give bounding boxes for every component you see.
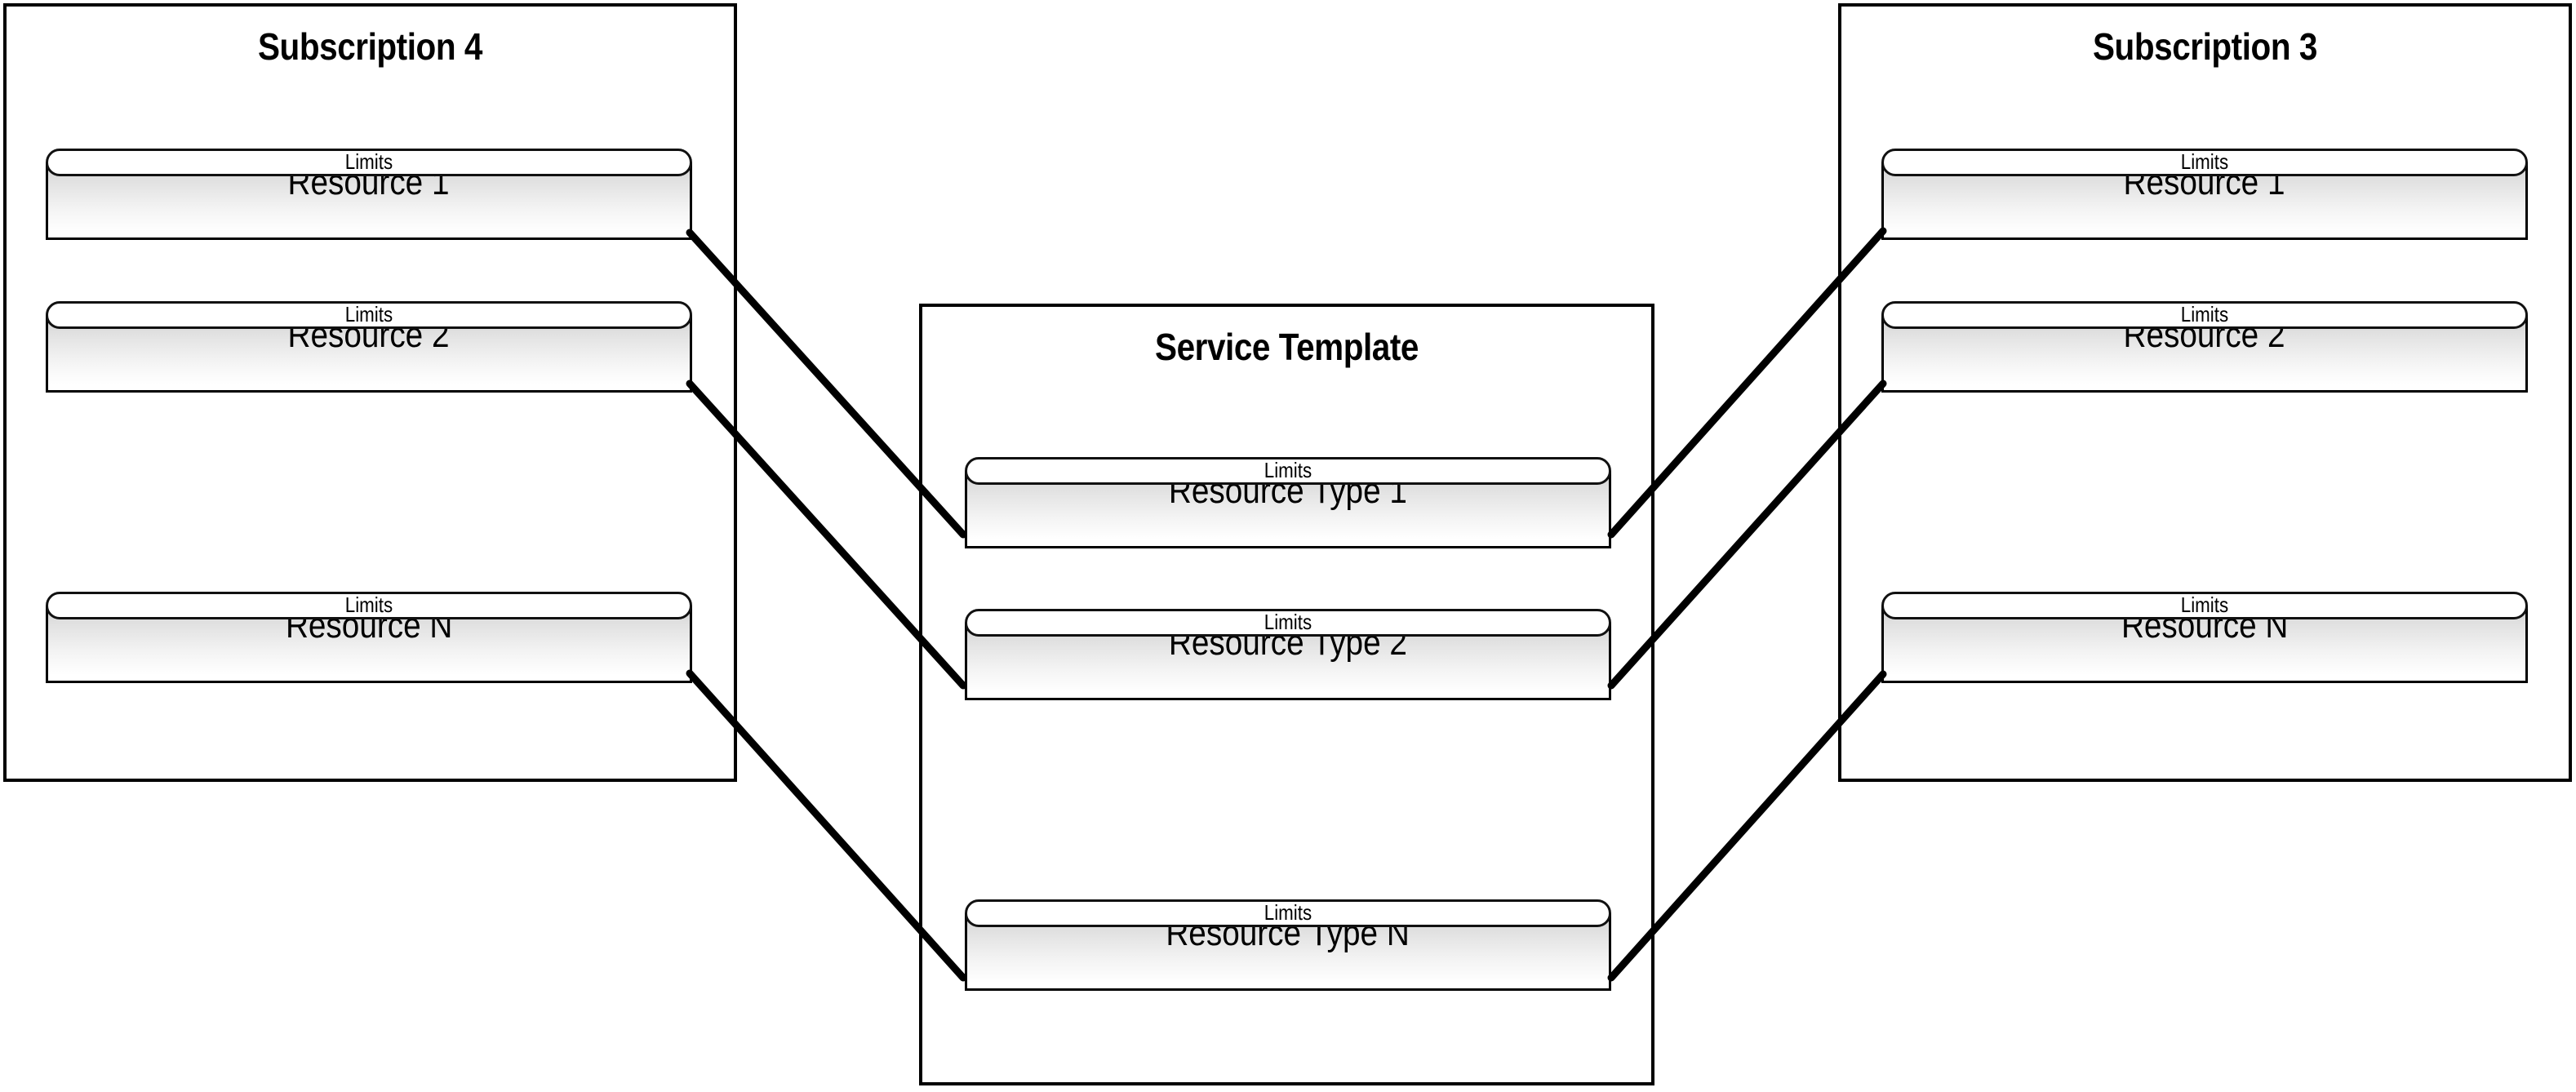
limits-pill-s4-rn[interactable]: Limits	[46, 592, 692, 619]
panel-title-subscription-3: Subscription 3	[2093, 25, 2317, 68]
limits-label-st-rt1: Limits	[1264, 458, 1312, 482]
limits-pill-st-rt1[interactable]: Limits	[965, 457, 1611, 485]
limits-pill-s4-r1[interactable]: Limits	[46, 149, 692, 176]
limits-label-st-rtn: Limits	[1264, 900, 1312, 925]
resource-s3-rn[interactable]: Resource N Limits	[1881, 592, 2528, 683]
limits-pill-st-rt2[interactable]: Limits	[965, 609, 1611, 637]
limits-pill-s4-r2[interactable]: Limits	[46, 301, 692, 329]
limits-label-s4-rn: Limits	[344, 593, 393, 617]
limits-label-st-rt2: Limits	[1264, 610, 1312, 634]
resource-s4-r2[interactable]: Resource 2 Limits	[46, 301, 692, 393]
limits-label-s3-rn: Limits	[2180, 593, 2229, 617]
resource-st-rt1[interactable]: Resource Type 1 Limits	[965, 457, 1611, 548]
panel-title-service-template: Service Template	[1155, 326, 1419, 368]
resource-st-rtn[interactable]: Resource Type N Limits	[965, 899, 1611, 991]
limits-label-s3-r1: Limits	[2180, 149, 2229, 174]
limits-pill-s3-rn[interactable]: Limits	[1881, 592, 2528, 619]
limits-label-s4-r1: Limits	[344, 149, 393, 174]
limits-pill-st-rtn[interactable]: Limits	[965, 899, 1611, 927]
limits-pill-s3-r1[interactable]: Limits	[1881, 149, 2528, 176]
limits-pill-s3-r2[interactable]: Limits	[1881, 301, 2528, 329]
limits-label-s3-r2: Limits	[2180, 302, 2229, 326]
resource-st-rt2[interactable]: Resource Type 2 Limits	[965, 609, 1611, 700]
limits-label-s4-r2: Limits	[344, 302, 393, 326]
resource-s3-r1[interactable]: Resource 1 Limits	[1881, 149, 2528, 240]
resource-s4-r1[interactable]: Resource 1 Limits	[46, 149, 692, 240]
resource-s4-rn[interactable]: Resource N Limits	[46, 592, 692, 683]
panel-title-subscription-4: Subscription 4	[258, 25, 482, 68]
resource-s3-r2[interactable]: Resource 2 Limits	[1881, 301, 2528, 393]
